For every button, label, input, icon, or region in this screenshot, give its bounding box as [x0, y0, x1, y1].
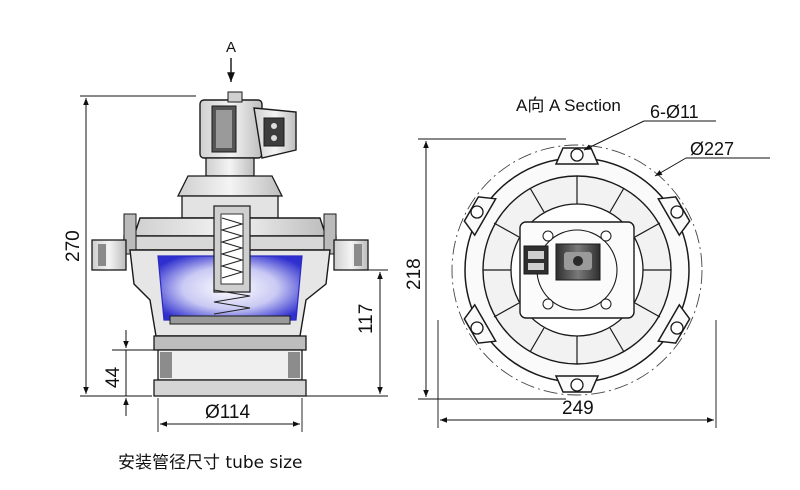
- dim-label-249: 249: [562, 398, 594, 419]
- bolt-hole: [570, 378, 584, 392]
- bolt-hole: [570, 148, 584, 162]
- valve-body: [129, 205, 331, 337]
- dim-label-218: 218: [404, 258, 425, 290]
- section-title: A向 A Section: [516, 96, 621, 115]
- dim-label-44: 44: [103, 366, 124, 388]
- bolt-hole: [470, 205, 484, 219]
- dim-overall-height: 270: [63, 95, 196, 397]
- bolt-hole: [670, 205, 684, 219]
- inner-cover: [519, 221, 635, 319]
- dim-label-270: 270: [63, 230, 84, 262]
- outlet-pipe: [153, 335, 307, 397]
- section-view: A向 A Section: [404, 96, 770, 428]
- bolt-holes: [470, 148, 684, 392]
- view-arrow-a: A: [226, 39, 236, 82]
- dim-section-width: 249: [437, 320, 717, 428]
- dim-label-114: Ø114: [205, 402, 251, 423]
- dim-lower-height: 117: [306, 269, 388, 397]
- arrow-label: A: [226, 39, 236, 56]
- dim-label-227: Ø227: [690, 139, 734, 159]
- side-view: A: [63, 39, 388, 432]
- pilot-body: [176, 157, 284, 219]
- tube-size-caption: 安装管径尺寸 tube size: [118, 453, 303, 473]
- bolt-circle: [451, 144, 703, 396]
- dim-label-holes: 6-Ø11: [650, 102, 699, 122]
- dim-tube-diameter: Ø114: [157, 398, 303, 432]
- dim-section-height: 218: [404, 138, 566, 400]
- dim-holes-callout: 6-Ø11: [583, 102, 716, 151]
- solenoid-coil: [199, 91, 297, 159]
- side-inlets: [91, 239, 369, 271]
- dim-label-117: 117: [356, 304, 377, 334]
- dim-thread-length: 44: [103, 330, 156, 416]
- bolt-hole: [470, 321, 484, 335]
- bolt-hole: [670, 321, 684, 335]
- dim-bolt-circle-callout: Ø227: [654, 139, 770, 177]
